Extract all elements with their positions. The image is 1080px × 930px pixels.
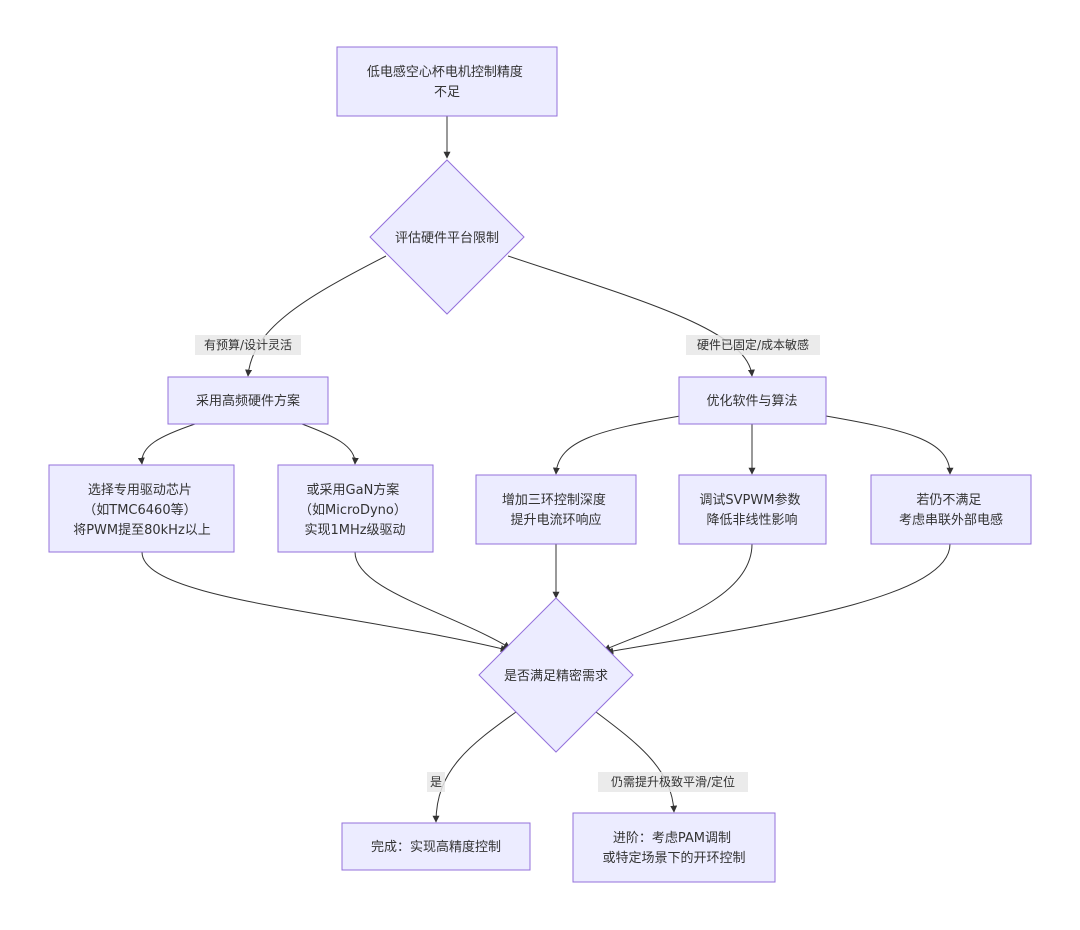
edge-hw-gan bbox=[301, 423, 359, 465]
edge-check-advanced bbox=[595, 711, 678, 813]
edge-chip-check bbox=[141, 551, 508, 652]
node-sw-plan: 优化软件与算法 bbox=[678, 376, 827, 425]
edge-sw-inductor bbox=[825, 415, 954, 475]
edge-evaluate-sw bbox=[507, 255, 755, 377]
edge-sw-loop bbox=[552, 415, 681, 475]
edges bbox=[137, 116, 954, 823]
node-check: 是否满足精密需求 bbox=[478, 597, 634, 753]
svg-text:硬件已固定/成本敏感: 硬件已固定/成本敏感 bbox=[697, 337, 809, 352]
svg-text:仍需提升极致平滑/定位: 仍需提升极致平滑/定位 bbox=[611, 774, 735, 789]
edge-labels: 有预算/设计灵活 硬件已固定/成本敏感 是 仍需提升极致平滑/定位 bbox=[195, 335, 820, 792]
node-inductor: 若仍不满足 考虑串联外部电感 bbox=[870, 474, 1032, 545]
node-loop: 增加三环控制深度 提升电流环响应 bbox=[475, 474, 637, 545]
svg-text:采用高频硬件方案: 采用高频硬件方案 bbox=[196, 393, 300, 409]
edge-label-yes: 是 bbox=[427, 772, 445, 792]
edge-label-more: 仍需提升极致平滑/定位 bbox=[598, 772, 748, 792]
svg-text:若仍不满足 考虑串联外部电感: 若仍不满足 考虑串联外部电感 bbox=[899, 492, 1003, 528]
svg-text:优化软件与算法: 优化软件与算法 bbox=[706, 394, 797, 409]
svg-text:是否满足精密需求: 是否满足精密需求 bbox=[504, 668, 608, 684]
node-evaluate: 评估硬件平台限制 bbox=[369, 159, 525, 315]
node-chip: 选择专用驱动芯片 （如TMC6460等） 将PWM提至80kHz以上 bbox=[48, 464, 235, 553]
svg-text:或采用GaN方案 （如MicroDyno）: 或采用GaN方案 （如MicroDyno） 实现1MHz级驱动 bbox=[299, 482, 411, 538]
svg-text:有预算/设计灵活: 有预算/设计灵活 bbox=[204, 337, 292, 352]
svg-text:是: 是 bbox=[430, 775, 442, 789]
edge-evaluate-hw bbox=[245, 255, 387, 377]
edge-check-done bbox=[432, 711, 517, 823]
svg-text:评估硬件平台限制: 评估硬件平台限制 bbox=[395, 231, 499, 246]
node-start: 低电感空心杯电机控制精度 不足 bbox=[336, 46, 558, 117]
node-svpwm: 调试SVPWM参数 降低非线性影响 bbox=[678, 474, 827, 545]
edge-gan-check bbox=[354, 551, 511, 649]
edge-hw-chip bbox=[137, 423, 196, 465]
svg-text:完成：实现高精度控制: 完成：实现高精度控制 bbox=[371, 839, 501, 855]
edge-svpwm-check bbox=[603, 543, 753, 651]
svg-text:进阶：考虑PAM调制 或特定场景下的开环控制: 进阶：考虑PAM调制 或特定场景下的开环控制 bbox=[602, 831, 745, 866]
edge-inductor-check bbox=[606, 543, 951, 655]
edge-label-budget: 有预算/设计灵活 bbox=[195, 335, 301, 355]
node-gan: 或采用GaN方案 （如MicroDyno） 实现1MHz级驱动 bbox=[277, 464, 434, 553]
node-advanced: 进阶：考虑PAM调制 或特定场景下的开环控制 bbox=[572, 812, 776, 883]
svg-text:增加三环控制深度 提升电流环响应: 增加三环控制深度 提升电流环响应 bbox=[502, 492, 610, 528]
svg-text:选择专用驱动芯片 （如TMC6460等）: 选择专用驱动芯片 （如TMC6460等） 将PWM提至80kHz以上 bbox=[73, 483, 211, 538]
svg-text:低电感空心杯电机控制精度 不足: 低电感空心杯电机控制精度 不足 bbox=[367, 64, 527, 100]
edge-label-fixed: 硬件已固定/成本敏感 bbox=[686, 335, 820, 355]
svg-text:调试SVPWM参数 降低非线性影响: 调试SVPWM参数 降低非线性影响 bbox=[699, 492, 804, 528]
node-hw-plan: 采用高频硬件方案 bbox=[167, 376, 329, 425]
node-done: 完成：实现高精度控制 bbox=[341, 822, 531, 871]
